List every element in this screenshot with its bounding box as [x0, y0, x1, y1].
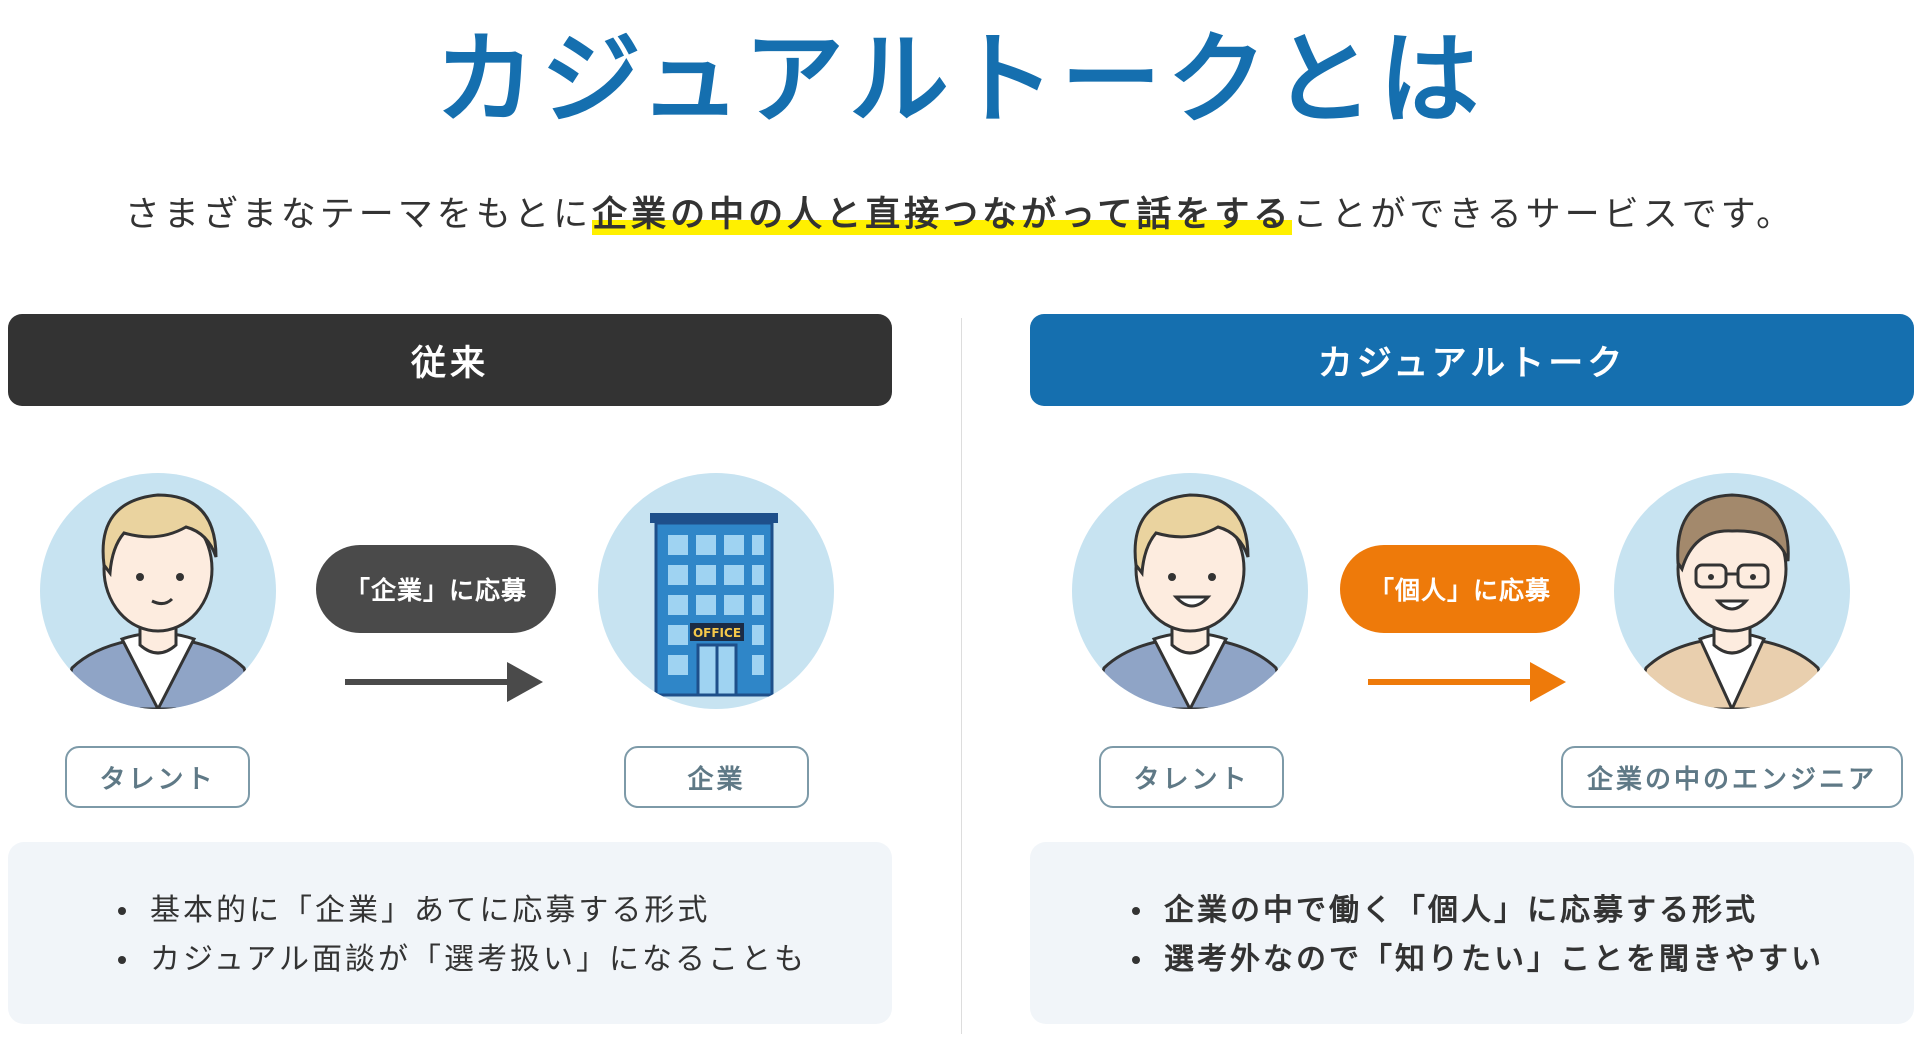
- lead-text-highlight: 企業の中の人と直接つながって話をする: [592, 195, 1293, 235]
- talent-person-illustration: [40, 473, 276, 709]
- apply-to-individual-pill: 「個人」に応募: [1340, 545, 1580, 633]
- arrow-right-icon: [345, 662, 543, 702]
- list-item: カジュアル面談が「選考扱い」になることも: [118, 935, 892, 984]
- talent-tag: タレント: [1099, 746, 1284, 808]
- list-item: 企業の中で働く「個人」に応募する形式: [1132, 886, 1914, 935]
- talent-person-illustration: [1072, 473, 1308, 709]
- arrow-right-icon: [1368, 662, 1566, 702]
- casual-talk-notes: 企業の中で働く「個人」に応募する形式 選考外なので「知りたい」ことを聞きやすい: [1030, 842, 1914, 1024]
- bullet-icon: [1132, 956, 1140, 964]
- bullet-icon: [118, 956, 126, 964]
- conventional-notes: 基本的に「企業」あてに応募する形式 カジュアル面談が「選考扱い」になることも: [8, 842, 892, 1024]
- lead-text: さまざまなテーマをもとに企業の中の人と直接つながって話をすることができるサービス…: [0, 190, 1920, 240]
- page-title: カジュアルトークとは: [435, 21, 1485, 138]
- bullet-icon: [118, 907, 126, 915]
- list-item: 選考外なので「知りたい」ことを聞きやすい: [1132, 935, 1914, 984]
- apply-to-company-pill: 「企業」に応募: [316, 545, 556, 633]
- list-item: 基本的に「企業」あてに応募する形式: [118, 886, 892, 935]
- engineer-tag: 企業の中のエンジニア: [1561, 746, 1903, 808]
- column-divider: [961, 318, 962, 1034]
- conventional-header: 従来: [8, 314, 892, 406]
- talent-tag: タレント: [65, 746, 250, 808]
- office-building-illustration: OFFICE: [598, 473, 834, 709]
- company-tag: 企業: [624, 746, 809, 808]
- casual-talk-header: カジュアルトーク: [1030, 314, 1914, 406]
- lead-text-before: さまざまなテーマをもとに: [124, 195, 593, 235]
- lead-text-after: ことができるサービスです。: [1292, 195, 1796, 235]
- bullet-icon: [1132, 907, 1140, 915]
- engineer-with-glasses-illustration: [1614, 473, 1850, 709]
- office-sign: OFFICE: [693, 626, 741, 640]
